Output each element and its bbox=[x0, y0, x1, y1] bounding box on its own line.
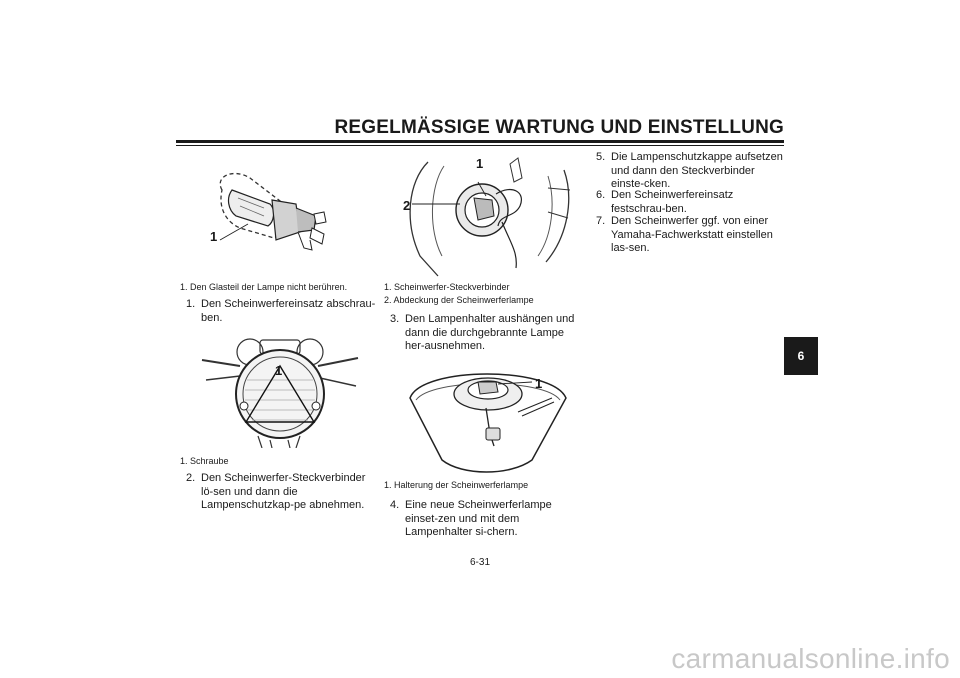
figure-caption-1: 1. Scheinwerfer-Steckverbinder bbox=[384, 282, 510, 292]
step-1: 1. Den Scheinwerfereinsatz abschrau-ben. bbox=[186, 298, 376, 325]
step-number: 6. bbox=[596, 189, 606, 201]
step-number: 7. bbox=[596, 215, 606, 227]
step-text: Die Lampenschutzkappe aufsetzen und dann… bbox=[611, 151, 783, 190]
step-6: 6. Den Scheinwerfereinsatz festschrau-be… bbox=[596, 189, 786, 216]
figure-headlight-connector bbox=[398, 152, 578, 280]
step-text: Den Scheinwerfereinsatz abschrau-ben. bbox=[201, 298, 376, 324]
figure-caption-2: 2. Abdeckung der Scheinwerferlampe bbox=[384, 295, 534, 305]
figure-halogen-bulb bbox=[186, 160, 366, 272]
step-text: Den Scheinwerfer ggf. von einer Yamaha-F… bbox=[611, 215, 773, 254]
callout-1: 1 bbox=[275, 363, 283, 378]
step-number: 5. bbox=[596, 151, 606, 163]
halogen-bulb-illustration bbox=[219, 173, 327, 251]
step-number: 1. bbox=[186, 298, 196, 310]
step-number: 4. bbox=[390, 499, 400, 511]
figure-caption: 1. Schraube bbox=[180, 456, 229, 466]
step-text: Den Scheinwerfer-Steckverbinder lö-sen u… bbox=[201, 472, 366, 511]
headlight-front-illustration bbox=[201, 338, 359, 448]
step-2: 2. Den Scheinwerfer-Steckverbinder lö-se… bbox=[186, 472, 376, 513]
headlight-connector-illustration bbox=[409, 157, 571, 277]
step-5: 5. Die Lampenschutzkappe aufsetzen und d… bbox=[596, 151, 786, 192]
bulb-holder-illustration bbox=[409, 373, 567, 473]
title-rule-thick bbox=[176, 140, 784, 143]
figure-headlight-front bbox=[200, 336, 360, 448]
step-number: 2. bbox=[186, 472, 196, 484]
step-text: Eine neue Scheinwerferlampe einset-zen u… bbox=[405, 499, 552, 538]
title-rule-thin bbox=[176, 145, 784, 146]
step-number: 3. bbox=[390, 313, 400, 325]
page-title: REGELMÄSSIGE WARTUNG UND EINSTELLUNG bbox=[334, 117, 784, 138]
callout-1: 1 bbox=[476, 156, 484, 171]
chapter-tab: 6 bbox=[784, 337, 818, 375]
figure-bulb-holder bbox=[402, 364, 572, 476]
figure-caption: 1. Den Glasteil der Lampe nicht berühren… bbox=[180, 282, 348, 292]
callout-1: 1 bbox=[535, 376, 543, 391]
figure-caption: 1. Halterung der Scheinwerferlampe bbox=[384, 480, 529, 490]
step-4: 4. Eine neue Scheinwerferlampe einset-ze… bbox=[390, 499, 580, 540]
step-3: 3. Den Lampenhalter aushängen und dann d… bbox=[390, 313, 580, 354]
step-text: Den Lampenhalter aushängen und dann die … bbox=[405, 313, 575, 352]
watermark: carmanualsonline.info bbox=[671, 643, 950, 674]
callout-1: 1 bbox=[210, 229, 218, 244]
step-7: 7. Den Scheinwerfer ggf. von einer Yamah… bbox=[596, 215, 786, 256]
step-text: Den Scheinwerfereinsatz festschrau-ben. bbox=[611, 189, 734, 215]
callout-2: 2 bbox=[403, 198, 411, 213]
page-number: 6-31 bbox=[469, 557, 490, 568]
